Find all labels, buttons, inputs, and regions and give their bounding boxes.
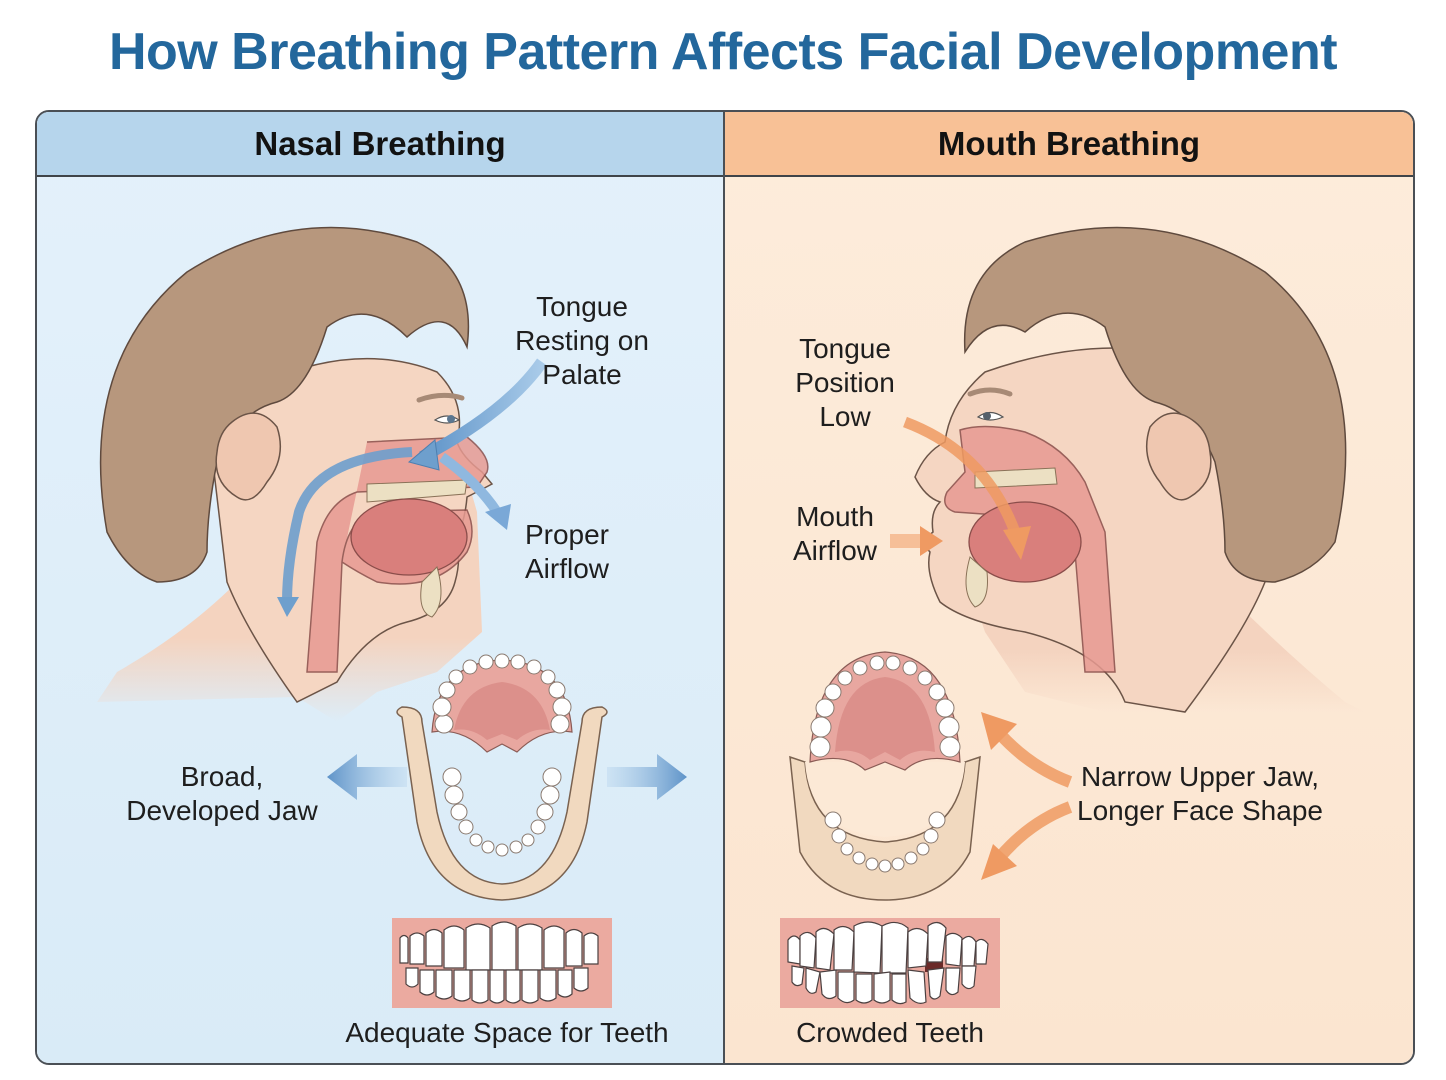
narrow-jaw-longer-face-label: Narrow Upper Jaw, Longer Face Shape xyxy=(1077,761,1323,826)
crowded-teeth-illustration xyxy=(780,918,1000,1008)
diagram-title: How Breathing Pattern Affects Facial Dev… xyxy=(108,23,1338,81)
nasal-breathing-header: Nasal Breathing xyxy=(37,112,723,177)
mouth-breathing-panel: Mouth Breathing xyxy=(725,112,1413,1063)
mouth-head-illustration xyxy=(890,226,1365,713)
mouth-airflow-label: Mouth Airflow xyxy=(792,501,877,566)
narrow-upper-jaw-arrow-icon xyxy=(981,712,1073,788)
crowded-teeth-label: Crowded Teeth xyxy=(796,1017,984,1048)
mouth-breathing-header: Mouth Breathing xyxy=(725,112,1413,177)
broad-jaw-illustration xyxy=(396,653,608,901)
nasal-breathing-panel: Nasal Breathing xyxy=(37,112,723,1063)
tongue-resting-label: Tongue Resting on Palate xyxy=(515,291,649,390)
nasal-head-illustration xyxy=(97,226,547,722)
aligned-teeth-illustration xyxy=(392,918,612,1008)
broad-jaw-label: Broad, Developed Jaw xyxy=(126,761,318,826)
longer-face-arrow-icon xyxy=(981,801,1073,880)
narrow-jaw-illustration xyxy=(789,651,981,901)
tongue-low-label: Tongue Position Low xyxy=(795,333,895,432)
jaw-widen-right-arrow-icon xyxy=(607,754,687,800)
jaw-widen-left-arrow-icon xyxy=(327,754,407,800)
comparison-frame: Nasal Breathing xyxy=(35,110,1415,1065)
panel-divider xyxy=(723,112,725,1063)
proper-airflow-label: Proper Airflow xyxy=(524,519,610,584)
adequate-space-label: Adequate Space for Teeth xyxy=(345,1017,669,1048)
